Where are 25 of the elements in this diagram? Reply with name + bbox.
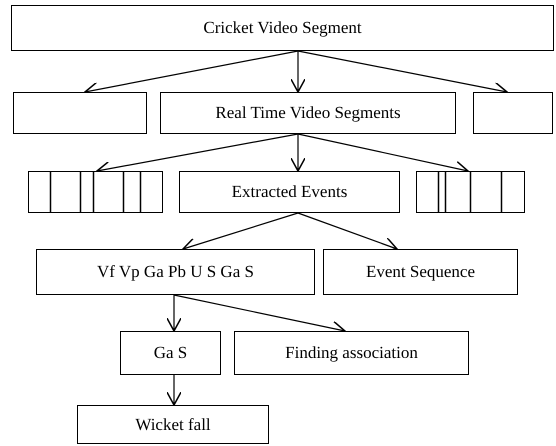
empty-box	[473, 92, 553, 134]
box-label: Extracted Events	[232, 182, 348, 202]
box-label: Real Time Video Segments	[215, 103, 401, 123]
arrow	[166, 295, 182, 332]
arrow	[290, 51, 306, 93]
segmented-bar	[28, 171, 163, 213]
process-box	[77, 405, 269, 444]
process-box	[323, 249, 518, 295]
process-box	[120, 331, 221, 375]
box-label: Vf Vp Ga Pb U S Ga S	[97, 262, 254, 282]
process-box	[36, 249, 315, 295]
segmented-bar	[416, 171, 525, 213]
box-label: Cricket Video Segment	[203, 18, 362, 38]
process-box	[160, 92, 456, 134]
process-box	[234, 331, 469, 375]
box-label: Wicket fall	[135, 414, 211, 434]
process-box	[179, 171, 400, 213]
box-label: Event Sequence	[366, 262, 476, 282]
box-label: Ga S	[154, 343, 188, 363]
process-box	[11, 5, 554, 51]
empty-box	[13, 92, 147, 134]
arrow	[166, 375, 182, 406]
arrow	[298, 212, 398, 252]
box-label: Finding association	[285, 343, 418, 363]
arrow	[290, 134, 306, 172]
